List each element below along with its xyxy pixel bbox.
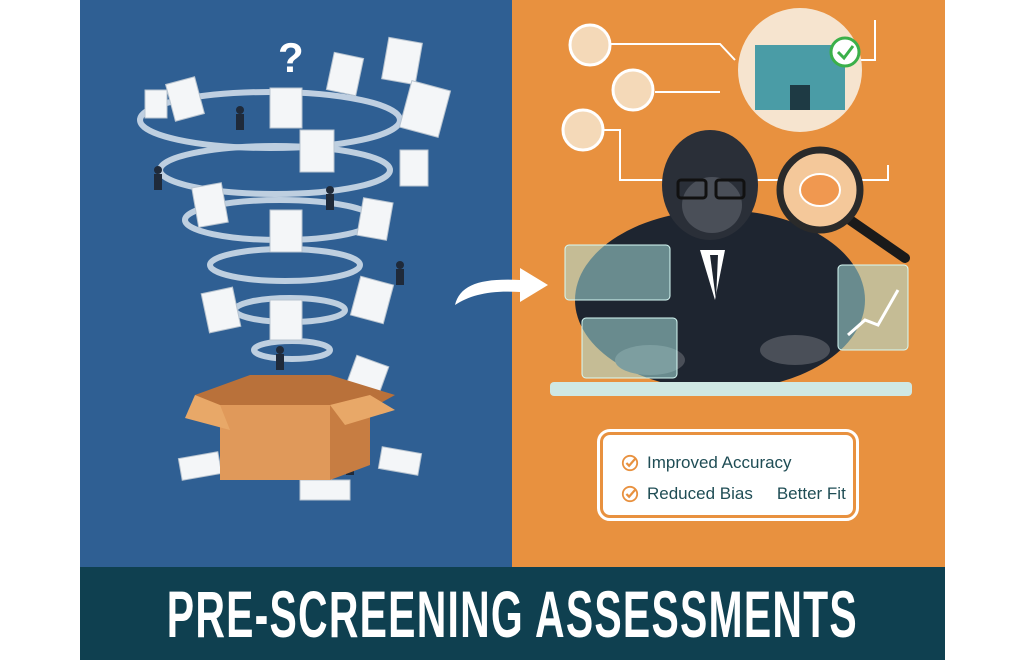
benefit-label: Reduced Bias: [647, 483, 753, 503]
avatar: [611, 68, 655, 112]
benefit-reduced-bias: Reduced Bias Better Fit: [621, 478, 853, 509]
holographic-screens: [564, 244, 909, 379]
benefit-label: Better Fit: [776, 483, 846, 503]
benefit-improved-accuracy: Improved Accuracy: [621, 447, 853, 478]
building-icon: [738, 8, 862, 132]
illustration: ?: [137, 8, 912, 501]
cardboard-box: [185, 375, 395, 480]
title-banner: PRE-SCREENING ASSESSMENTS: [80, 567, 945, 660]
candidate-network: [597, 20, 889, 181]
chart-icon: [837, 264, 909, 351]
arrow-right-icon: [455, 268, 548, 305]
brain-icon: [799, 173, 841, 207]
benefit-label: Improved Accuracy: [647, 452, 792, 472]
benefits-card: Improved Accuracy Reduced Bias Better Fi…: [597, 429, 859, 521]
avatar: [561, 108, 605, 152]
candidate-avatars: [561, 23, 655, 152]
desk: [550, 382, 912, 396]
check-circle-icon: [621, 485, 639, 502]
page-title: PRE-SCREENING ASSESSMENTS: [166, 576, 859, 651]
check-circle-icon: [829, 36, 861, 68]
avatar: [568, 23, 612, 67]
resume-papers: [144, 36, 452, 501]
question-mark-icon: ?: [278, 34, 304, 81]
check-circle-icon: [621, 454, 639, 471]
magnifier-icon: [776, 146, 910, 263]
